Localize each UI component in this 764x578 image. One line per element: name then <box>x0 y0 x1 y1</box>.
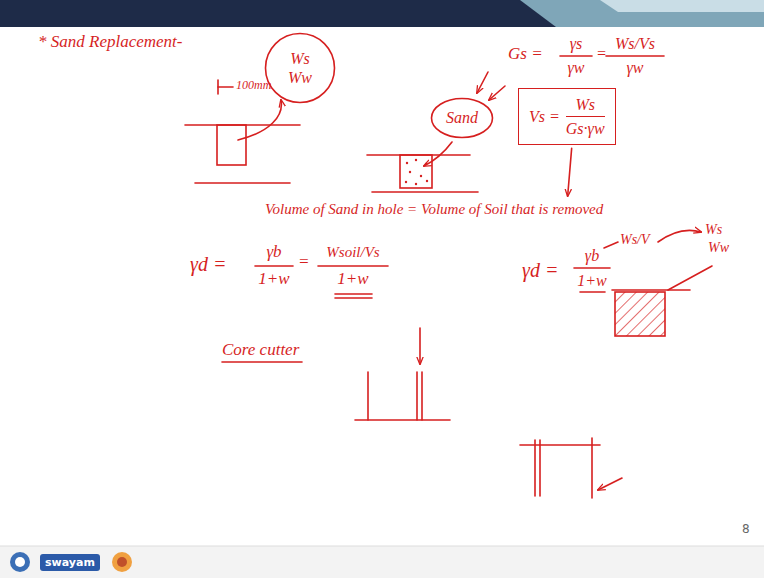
core-cutter-sketch <box>367 372 369 420</box>
footer-rule <box>0 546 764 547</box>
underline <box>335 293 372 295</box>
formula-part: Gs·γw <box>566 119 605 138</box>
dimension-label: 100mm <box>236 78 271 92</box>
ground-line <box>372 191 478 193</box>
formula-part: 1+w <box>258 269 289 289</box>
outline <box>264 32 336 104</box>
ellipse-callout: Sand <box>430 97 494 139</box>
core-cutter-sketch <box>416 372 418 420</box>
node-content: WsWw <box>288 49 312 87</box>
hole-sketch <box>217 125 246 165</box>
underline <box>222 361 302 363</box>
arrow <box>238 100 281 140</box>
header-swoosh <box>520 0 764 27</box>
arrow <box>419 328 421 364</box>
heading-note: * Sand Replacement- <box>38 32 182 52</box>
leader-line <box>668 266 712 290</box>
formula-part: = <box>298 252 309 272</box>
fraction-bar <box>560 55 592 57</box>
soil-sample-sketch <box>615 292 665 336</box>
formula-part: = <box>596 44 607 63</box>
sand-dot <box>425 163 427 165</box>
sand-dots <box>405 159 428 185</box>
circle-outline <box>266 34 335 103</box>
formula-part: γd = <box>190 252 226 276</box>
fraction-bar <box>574 267 610 269</box>
core-cutter-sketch <box>539 440 541 496</box>
sand-dot <box>405 181 407 183</box>
logo-icon <box>15 557 25 567</box>
formula-part: γd = <box>522 258 558 282</box>
formula-part: 1+w <box>337 269 368 289</box>
formula-part: Ws <box>575 95 595 114</box>
fraction: WsGs·γw <box>566 95 605 138</box>
formula-part: γw <box>568 58 585 77</box>
logo-icon <box>117 557 127 567</box>
formula-part: Ws <box>705 222 722 239</box>
underline <box>580 291 605 293</box>
ground-line <box>520 444 600 446</box>
arrow <box>477 72 488 93</box>
formula-part: Ws/V <box>620 232 650 249</box>
sand-dot <box>415 183 417 185</box>
header-bar <box>0 0 764 27</box>
header-swoosh <box>600 0 764 12</box>
formula-part: Ww <box>708 240 729 257</box>
core-cutter-sketch <box>421 372 423 420</box>
callout-text: Sand <box>446 108 478 127</box>
arrow <box>568 148 572 196</box>
logo-text: swayam <box>40 554 100 571</box>
fraction-bar <box>255 265 293 267</box>
ground-line <box>355 419 450 421</box>
sand-dot <box>409 171 411 173</box>
fraction-bar <box>606 55 664 57</box>
footer-bar <box>0 546 764 578</box>
note-text: Volume of Sand in hole = Volume of Soil … <box>265 200 625 218</box>
handwritten-sketch <box>185 56 712 498</box>
callout-text: Ww <box>288 68 312 87</box>
formula-part: Gs = <box>508 44 543 64</box>
logo-icon <box>112 552 132 572</box>
arrow <box>489 86 505 100</box>
node-content: Vs = WsGs·γw <box>529 95 605 138</box>
arrow <box>658 230 701 242</box>
formula-part: γb <box>266 242 281 262</box>
sand-dot <box>415 159 417 161</box>
fraction-bar <box>318 265 388 267</box>
formula-box: Vs = WsGs·γw <box>518 88 616 145</box>
underline <box>335 297 372 299</box>
ground-line <box>195 182 290 184</box>
core-cutter-sketch <box>534 440 536 496</box>
arrow <box>598 478 622 490</box>
formula-part: Ws/Vs <box>615 34 655 53</box>
callout-text: Ws <box>290 49 310 68</box>
hole-sketch <box>400 155 432 188</box>
leader-line <box>604 242 618 248</box>
formula-part: 1+w <box>577 271 606 290</box>
formula-part: γw <box>627 58 644 77</box>
formula-part: γs <box>570 34 583 53</box>
formula-part: Vs = <box>529 107 560 126</box>
fraction-bar <box>566 116 605 117</box>
section-note: Core cutter <box>222 340 299 360</box>
arrow <box>424 142 452 166</box>
circle-callout: WsWw <box>264 32 336 104</box>
ground-line <box>612 289 690 291</box>
dimension-line <box>218 86 233 88</box>
sand-dot <box>426 180 428 182</box>
sand-dot <box>420 175 422 177</box>
sand-dot <box>406 162 408 164</box>
node-content: Sand <box>446 108 478 127</box>
logo-icon <box>10 552 30 572</box>
ellipse-outline <box>432 99 493 138</box>
slide-number: 8 <box>742 522 750 536</box>
core-cutter-sketch <box>591 438 593 498</box>
formula-part: Wsoil/Vs <box>326 243 379 261</box>
formula-part: γb <box>585 246 599 265</box>
